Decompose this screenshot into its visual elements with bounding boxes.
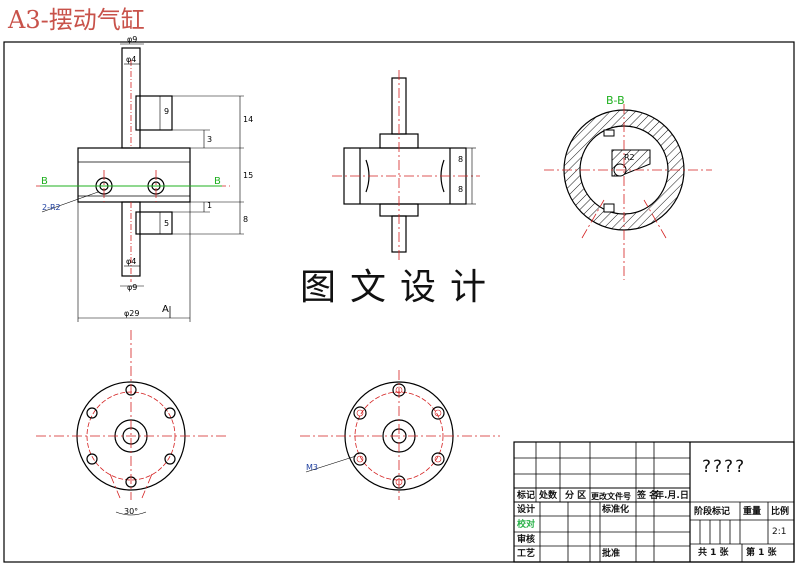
sheet-border xyxy=(3,41,795,563)
front-dimensions xyxy=(41,43,244,322)
dim-bottom-d4: φ4 xyxy=(126,257,136,266)
side-view xyxy=(343,77,467,253)
tb-header-count: 处数 xyxy=(539,491,558,501)
dim-top-d4: φ4 xyxy=(126,55,136,64)
front-view xyxy=(77,47,191,282)
tb-check: 校对 xyxy=(517,520,536,530)
dim-keyway-9: 9 xyxy=(164,107,169,116)
dim-side-8-bottom: 8 xyxy=(458,185,463,194)
cylinder-body xyxy=(77,147,191,203)
bottom-keyway xyxy=(135,211,173,235)
tb-approve: 批准 xyxy=(602,549,621,559)
view-marker-a: A xyxy=(162,304,169,315)
tb-header-sign: 签 名 xyxy=(637,491,659,501)
tb-design: 设计 xyxy=(517,505,536,515)
title-block-part-name: ???? xyxy=(702,457,747,477)
dim-8: 8 xyxy=(243,215,248,224)
dim-side-8-top: 8 xyxy=(458,155,463,164)
section-title: B-B xyxy=(606,94,625,107)
dim-1: 1 xyxy=(207,201,212,210)
dim-14: 14 xyxy=(243,115,253,124)
tb-standard: 标准化 xyxy=(602,505,630,515)
tb-header-date: 年.月.日 xyxy=(655,491,689,501)
dim-holes-2r2: 2-R2 xyxy=(42,203,61,212)
dim-bottom-d9: φ9 xyxy=(127,283,137,292)
tb-process: 工艺 xyxy=(517,549,536,559)
dim-top-d9: φ9 xyxy=(127,35,137,44)
drawing-title: A3-摆动气缸 xyxy=(8,6,145,34)
tb-review: 审核 xyxy=(517,535,536,545)
tb-sheets-total: 共 1 张 xyxy=(698,548,729,558)
dim-thread-m3: M3 xyxy=(306,463,318,472)
tb-sheet-no: 第 1 张 xyxy=(746,548,777,558)
tb-header-change-doc: 更改文件号 xyxy=(591,492,631,501)
dim-angle-30: 30° xyxy=(124,507,138,516)
tb-header-zone: 分 区 xyxy=(565,491,587,501)
tb-header-mark: 标记 xyxy=(517,491,536,501)
tb-ratio-label: 比例 xyxy=(771,507,790,517)
watermark-text: 图文设计 xyxy=(300,267,501,308)
dim-3: 3 xyxy=(207,135,212,144)
dim-15: 15 xyxy=(243,171,253,180)
dim-width-d29: φ29 xyxy=(124,309,139,318)
tb-stage-mark: 阶段标记 xyxy=(694,507,731,517)
section-mark-right: B xyxy=(214,176,221,187)
tb-weight: 重量 xyxy=(743,507,762,517)
section-mark-left: B xyxy=(41,176,48,187)
top-keyway xyxy=(135,95,173,131)
dim-5: 5 xyxy=(164,219,169,228)
title-block xyxy=(513,441,795,563)
dim-r2: R2 xyxy=(624,153,635,162)
tb-ratio-value: 2:1 xyxy=(772,527,787,537)
